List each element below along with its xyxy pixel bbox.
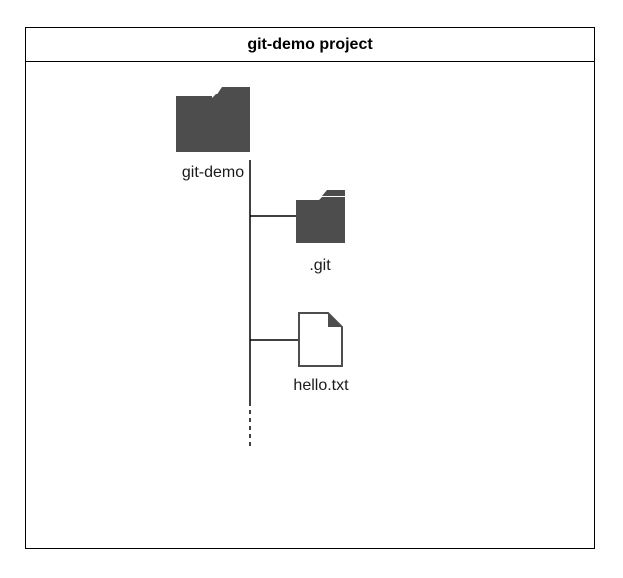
frame-header: git-demo project	[26, 28, 594, 62]
hello-file-label: hello.txt	[293, 377, 349, 394]
root-folder-label: git-demo	[181, 164, 245, 181]
diagram-title: git-demo project	[247, 35, 373, 53]
root-folder-icon	[176, 87, 250, 152]
hello-file-icon	[298, 312, 343, 367]
diagram-frame: git-demo project	[25, 27, 595, 549]
git-folder-icon	[296, 190, 345, 243]
git-folder-label: .git	[309, 257, 331, 274]
